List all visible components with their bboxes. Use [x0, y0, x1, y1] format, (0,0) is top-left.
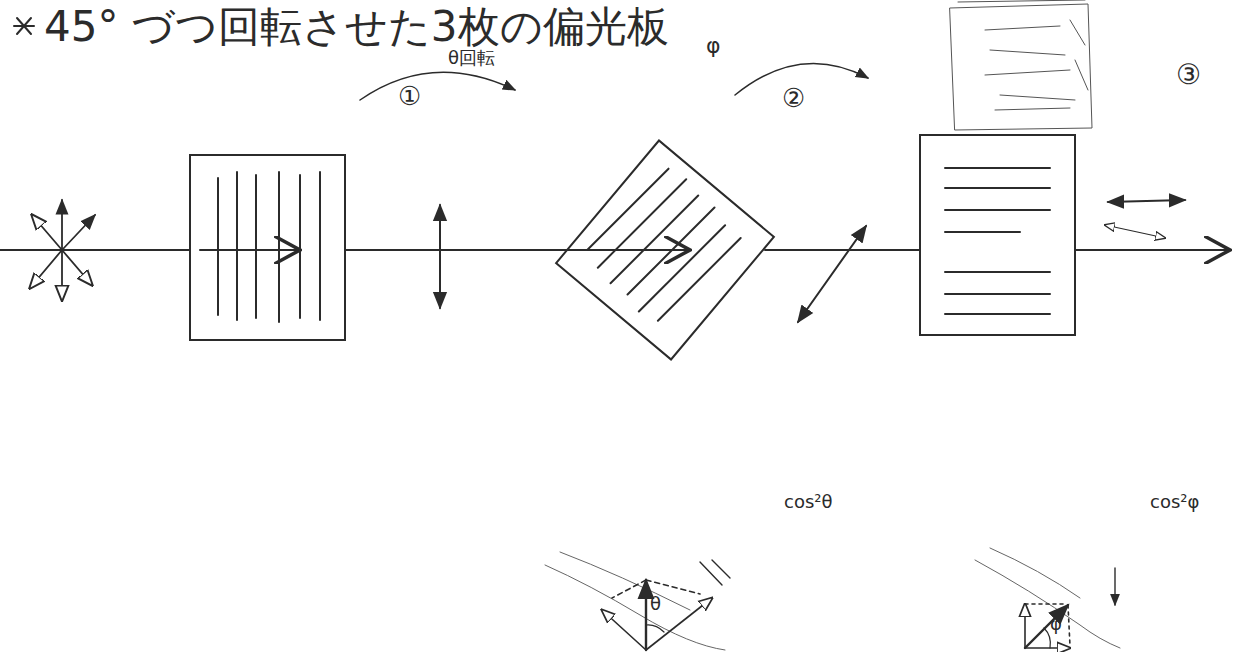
- title-star: [14, 18, 34, 34]
- angle-label: φ: [706, 34, 721, 58]
- sheet-sketch: [950, 0, 1092, 130]
- polarizer-horizontal: [920, 135, 1075, 335]
- polarization-arrow: [1108, 200, 1185, 202]
- intensity-formula: cos²θ: [784, 492, 833, 512]
- vector-diagram: [545, 552, 730, 650]
- title: 45° づつ回転させた3枚の偏光板: [44, 4, 669, 50]
- unpolarized-light: [30, 200, 95, 300]
- angle-label: θ回転: [448, 48, 495, 68]
- polarization-arrow: [798, 226, 866, 322]
- intensity-formula: cos²φ: [1150, 492, 1199, 512]
- polarizer-diagonal: [556, 141, 774, 360]
- callout-number: ③: [1176, 60, 1201, 91]
- callout-number: ②: [782, 84, 805, 113]
- angle-label: φ: [1050, 614, 1062, 634]
- vector-diagram: [975, 548, 1120, 648]
- polarization-arrow: [1105, 225, 1165, 238]
- angle-label: θ: [650, 594, 661, 614]
- polarizer-vertical: [190, 155, 345, 340]
- polarization-arrow: [439, 205, 441, 308]
- rotation-arc: [360, 72, 515, 100]
- callout-number: ①: [398, 82, 421, 111]
